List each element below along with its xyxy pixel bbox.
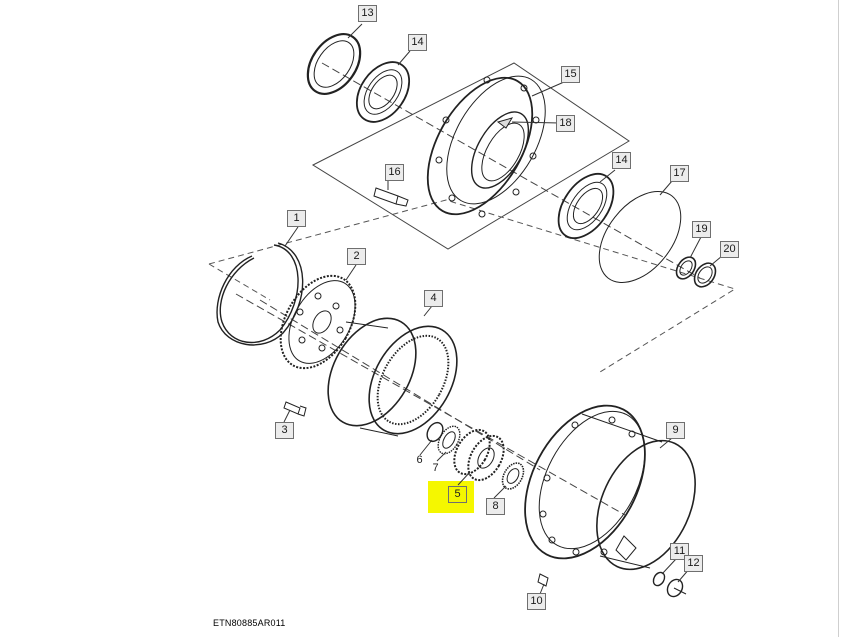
callout-3[interactable]: 3 — [275, 422, 294, 439]
callout-18[interactable]: 18 — [556, 115, 575, 132]
part-1-retaining-ring — [217, 243, 303, 345]
callout-15[interactable]: 15 — [561, 66, 580, 83]
part-18-marker — [498, 118, 512, 128]
callout-16[interactable]: 16 — [385, 164, 404, 181]
part-15-wheel-hub — [406, 59, 566, 232]
part-19-washer — [673, 254, 700, 283]
part-13-seal — [297, 24, 371, 103]
callout-9[interactable]: 9 — [666, 422, 685, 439]
part-2-gear-plate — [265, 263, 370, 382]
part-10-plug — [538, 574, 548, 586]
diagram-reference-code: ETN80885AR011 — [213, 618, 286, 628]
callout-17[interactable]: 17 — [670, 165, 689, 182]
leader-lines — [284, 24, 722, 594]
callout-20[interactable]: 20 — [720, 241, 739, 258]
part-11-seal-washer — [651, 570, 667, 587]
callout-5-selected[interactable]: 5 — [448, 486, 467, 503]
callout-13[interactable]: 13 — [358, 5, 377, 22]
axis-lines — [236, 63, 700, 515]
right-border — [838, 0, 839, 637]
callout-2[interactable]: 2 — [347, 248, 366, 265]
callout-1[interactable]: 1 — [287, 210, 306, 227]
part-20-snap-ring — [690, 259, 720, 291]
callout-6[interactable]: 6 — [416, 454, 423, 466]
part-17-o-ring — [583, 176, 697, 297]
callout-14-lower[interactable]: 14 — [612, 152, 631, 169]
part-12-drain-plug — [664, 577, 686, 600]
part-4-ring-gear — [310, 303, 475, 449]
part-3-bolt — [284, 402, 306, 416]
assembly-frame-upper — [313, 63, 629, 249]
part-9-carrier-housing — [501, 385, 715, 585]
part-16-stud-bolt — [374, 188, 408, 206]
callout-10[interactable]: 10 — [527, 593, 546, 610]
part-8-bearing — [498, 459, 528, 492]
callout-19[interactable]: 19 — [692, 221, 711, 238]
callout-14-upper[interactable]: 14 — [408, 34, 427, 51]
assembly-frame-lower — [209, 199, 737, 373]
callout-7[interactable]: 7 — [432, 462, 439, 474]
callout-8[interactable]: 8 — [486, 498, 505, 515]
part-14-bearing-lower — [547, 164, 624, 248]
callout-4[interactable]: 4 — [424, 290, 443, 307]
part-7-needle-bearing — [434, 423, 465, 458]
callout-12[interactable]: 12 — [684, 555, 703, 572]
part-5-planet-gear — [447, 424, 511, 487]
part-14-bearing-upper — [346, 52, 420, 131]
part-6-thrust-washer — [424, 420, 446, 444]
